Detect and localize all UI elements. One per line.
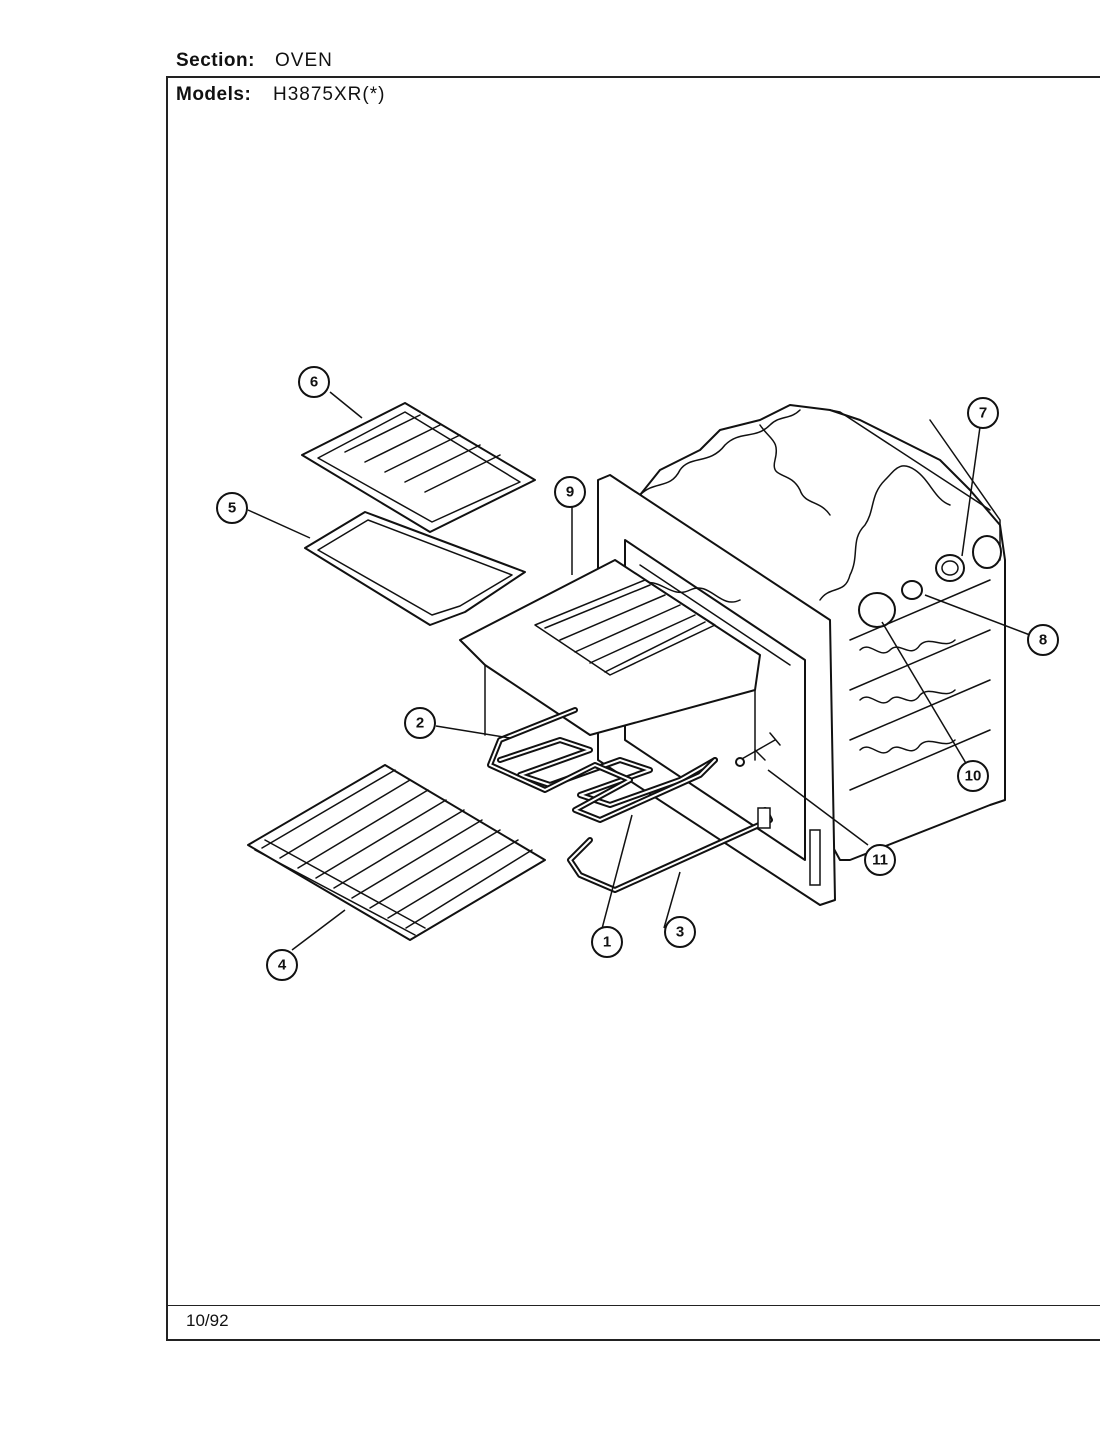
svg-text:8: 8 — [1039, 632, 1047, 649]
broil-element-shield — [459, 559, 761, 761]
diagram-frame — [166, 76, 1100, 1341]
bottom-element — [567, 807, 773, 893]
section-label: Section: — [176, 50, 255, 71]
svg-text:1: 1 — [603, 934, 611, 951]
leader-lines — [247, 391, 1031, 951]
svg-text:6: 6 — [310, 374, 318, 391]
callout-10: 10 — [957, 760, 989, 792]
footer-divider — [166, 1305, 1100, 1306]
callout-2: 2 — [404, 707, 436, 739]
models-label: Models: — [176, 84, 252, 105]
callout-6: 6 — [298, 366, 330, 398]
callout-3: 3 — [664, 916, 696, 948]
oven-light-assembly — [935, 554, 965, 582]
bake-element — [497, 737, 718, 808]
broiler-pan-insert — [301, 402, 536, 533]
broil-element — [487, 707, 718, 823]
models-value: H3875XR(*) — [273, 84, 386, 105]
svg-text:4: 4 — [278, 957, 287, 974]
broiler-pan — [304, 511, 526, 626]
callout-5: 5 — [216, 492, 248, 524]
temperature-sensor — [735, 732, 781, 767]
light-bulb — [901, 580, 923, 600]
callout-7: 7 — [967, 397, 999, 429]
callout-9: 9 — [554, 476, 586, 508]
svg-text:2: 2 — [416, 715, 424, 732]
light-cover — [858, 592, 896, 628]
oven-rack — [247, 764, 546, 941]
svg-text:7: 7 — [979, 405, 987, 422]
callout-4: 4 — [266, 949, 298, 981]
svg-text:9: 9 — [566, 484, 574, 501]
svg-text:11: 11 — [872, 852, 888, 869]
svg-text:3: 3 — [676, 924, 684, 941]
svg-text:5: 5 — [228, 500, 236, 517]
callout-1: 1 — [591, 926, 623, 958]
callout-8: 8 — [1027, 624, 1059, 656]
footer-date: 10/92 — [186, 1311, 229, 1330]
callout-11: 11 — [864, 844, 896, 876]
section-value: OVEN — [275, 50, 333, 71]
svg-text:10: 10 — [965, 768, 982, 785]
